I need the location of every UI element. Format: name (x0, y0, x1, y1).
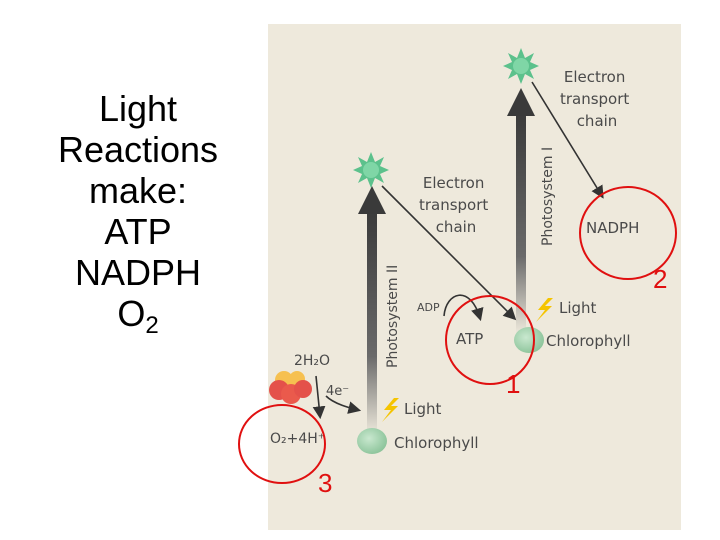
adp-to-atp-arrow (443, 294, 484, 322)
callout-circle-1 (445, 295, 535, 385)
photosystem-2-arrow (358, 186, 386, 435)
photosystem-1-arrow (507, 88, 535, 334)
summary-line-3: make: (88, 170, 188, 211)
summary-line-o2: O2 (30, 293, 246, 346)
water-molecule-icon (269, 371, 312, 404)
nadph-label: NADPH (586, 219, 639, 237)
excited-electron-star-icon (503, 48, 539, 84)
excited-electron-star-icon (353, 152, 389, 188)
light-label-ps2: Light (404, 400, 442, 418)
etc-top-label: Electron transport chain (560, 68, 634, 130)
atp-label: ATP (456, 330, 483, 348)
chlorophyll-label-ps2: Chlorophyll (394, 434, 479, 452)
summary-line-nadph: NADPH (74, 252, 202, 293)
lightning-icon (536, 298, 553, 322)
o2-products-label: O₂+4H⁺ (270, 431, 325, 447)
callout-circle-3 (238, 404, 326, 484)
o2-base: O (117, 293, 146, 334)
chlorophyll-label-ps1: Chlorophyll (546, 332, 631, 350)
lightning-icon (382, 398, 399, 422)
o2-subscript: 2 (145, 312, 159, 339)
photosystem-1-label: Photosystem I (540, 147, 556, 246)
callout-number-1: 1 (506, 369, 520, 399)
adp-label: ADP (417, 301, 440, 314)
photosystem-2-label: Photosystem II (385, 265, 401, 368)
summary-line-atp: ATP (104, 211, 172, 252)
water-split-arrow (312, 375, 326, 420)
electron-flow-arrow (325, 395, 362, 414)
etc-mid-label: Electron transport chain (419, 174, 493, 236)
callout-number-2: 2 (653, 264, 667, 294)
summary-text: Light Reactions make: ATP NADPH O2 (30, 88, 246, 346)
etc-top-arrow (531, 81, 604, 199)
light-label-ps1: Light (559, 299, 597, 317)
electrons-label: 4e⁻ (326, 384, 349, 399)
summary-line-1: Light (98, 88, 178, 129)
callout-circle-2 (579, 186, 677, 280)
callout-number-3: 3 (318, 468, 332, 498)
chlorophyll-ps1-icon (514, 327, 544, 353)
summary-line-2: Reactions (57, 129, 219, 170)
chlorophyll-ps2-icon (357, 428, 387, 454)
water-label: 2H₂O (294, 353, 330, 369)
